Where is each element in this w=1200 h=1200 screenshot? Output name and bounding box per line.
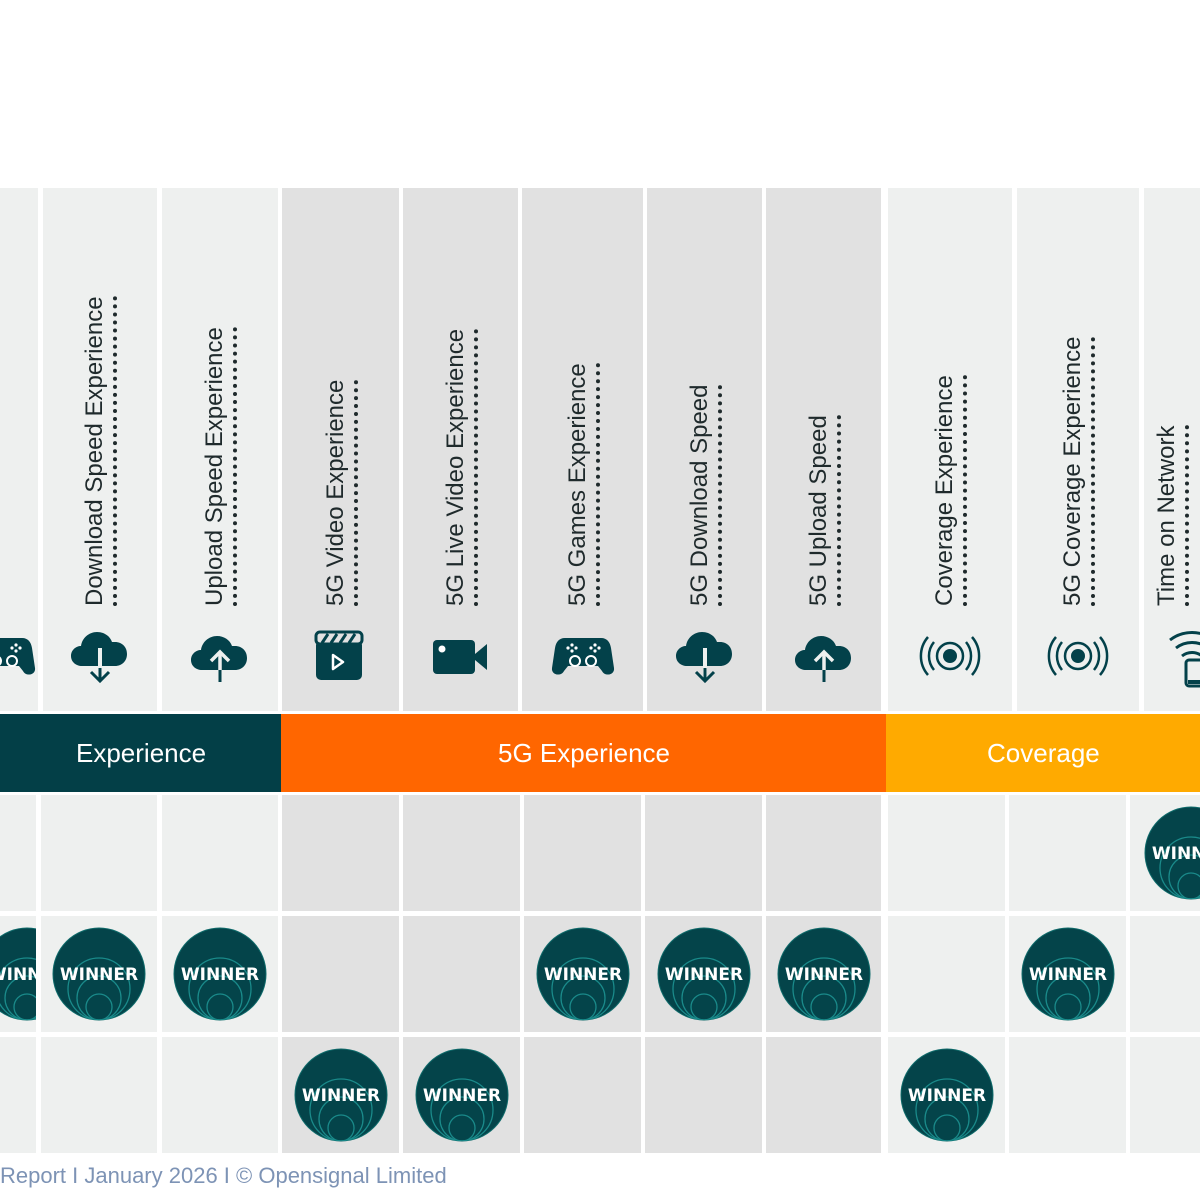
grid-cell [282,795,399,911]
category-coverage: Coverage [886,714,1200,792]
grid-cell [888,795,1005,911]
winner-label: WINNER [1028,965,1106,985]
grid-cell [645,1037,762,1153]
grid-cell [1130,916,1200,1032]
winner-badge: WINNER [536,927,629,1021]
grid-cell: WINNER [403,1037,520,1153]
metric-header-5g-video-experience: 5G Video Experience [282,188,399,711]
gamepad-icon [551,624,615,688]
winner-badge: WINNER [52,927,146,1021]
grid-cell: WINNER [162,916,278,1032]
winner-badge: WINNER [1021,927,1114,1021]
winner-badge: WINNER [900,1048,993,1142]
metric-header-download-speed-experience: Download Speed Experience [43,188,157,711]
grid-cell [0,795,36,911]
metric-header-time-on-network: Time on Network [1144,188,1200,711]
winner-badge: WINNER [294,1048,387,1142]
category-5g: 5G Experience [281,714,886,792]
metric-header-upload-speed-experience: Upload Speed Experience [162,188,278,711]
winner-label: WINNER [181,965,259,985]
metric-header-5g-upload-speed: 5G Upload Speed [766,188,881,711]
winner-badge: WINNER [0,927,36,1021]
winner-label: WINNER [0,965,36,985]
grid-cell [524,795,641,911]
winner-label: WINNER [784,965,862,985]
category-label: 5G Experience [498,738,670,768]
winner-badge: WINNER [657,927,750,1021]
winner-label: WINNER [1152,844,1200,864]
footer-copyright: Report I January 2026 I © Opensignal Lim… [0,1163,447,1188]
grid-cell [1130,1037,1200,1153]
cloud-download-icon [673,624,737,688]
grid-cell [162,1037,278,1153]
grid-cell: WINNER [888,1037,1005,1153]
grid-cell [282,916,399,1032]
grid-cell: WINNER [766,916,881,1032]
category-experience: Experience [0,714,281,792]
winner-badge: WINNER [173,927,267,1021]
winner-label: WINNER [60,965,138,985]
grid-cell [162,795,278,911]
grid-cell: WINNER [1130,795,1200,911]
metric-header-5g-coverage-experience: 5G Coverage Experience [1017,188,1139,711]
metric-header-coverage-experience: Coverage Experience [888,188,1012,711]
cloud-upload-icon [792,624,856,688]
winner-label: WINNER [907,1086,985,1106]
grid-cell: WINNER [282,1037,399,1153]
grid-cell: WINNER [41,916,157,1032]
grid-cell [766,1037,881,1153]
signal-broadcast-icon [918,624,982,688]
grid-cell [41,795,157,911]
grid-cell [1009,795,1126,911]
winner-badge: WINNER [777,927,870,1021]
winner-label: WINNER [543,965,621,985]
grid-cell [888,916,1005,1032]
grid-cell [403,795,520,911]
grid-cell [524,1037,641,1153]
signal-broadcast-icon [1046,624,1110,688]
grid-cell: WINNER [524,916,641,1032]
winner-label: WINNER [301,1086,379,1106]
metric-header-5g-download-speed: 5G Download Speed [647,188,762,711]
metric-header-partial [0,188,38,711]
metric-header-5g-games-experience: 5G Games Experience [522,188,643,711]
grid-cell: WINNER [0,916,36,1032]
grid-cell [766,795,881,911]
winner-badge: WINNER [1144,806,1200,900]
grid-cell [1009,1037,1126,1153]
winner-badge: WINNER [415,1048,508,1142]
video-clapper-icon [309,624,373,688]
grid-cell [645,795,762,911]
grid-cell [403,916,520,1032]
grid-cell [41,1037,157,1153]
winner-label: WINNER [664,965,742,985]
gamepad-icon [0,624,36,688]
phone-wifi-icon [1164,624,1200,688]
winner-label: WINNER [422,1086,500,1106]
grid-cell: WINNER [645,916,762,1032]
cloud-download-icon [68,624,132,688]
cloud-upload-icon [188,624,252,688]
grid-cell [0,1037,36,1153]
category-label: Experience [76,738,207,768]
video-camera-icon [429,624,493,688]
metric-header-5g-live-video-experience: 5G Live Video Experience [403,188,518,711]
grid-cell: WINNER [1009,916,1126,1032]
category-label: Coverage [987,738,1100,768]
